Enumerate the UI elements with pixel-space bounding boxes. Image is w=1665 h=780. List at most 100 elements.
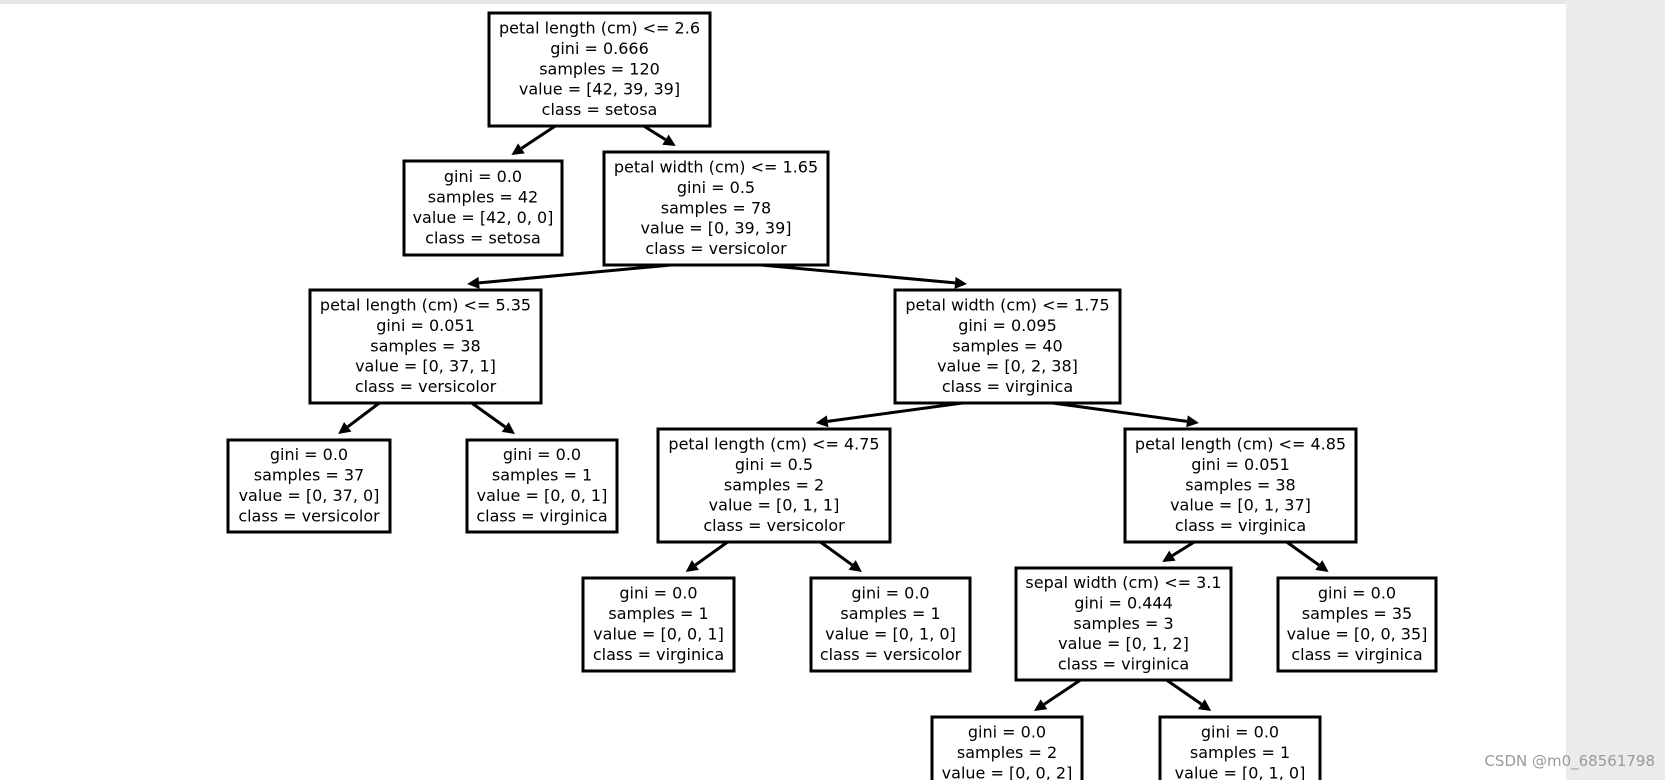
node-line: gini = 0.0	[444, 167, 522, 186]
edge-line	[1043, 678, 1082, 706]
edge-arrowhead	[511, 143, 525, 155]
node-line: value = [0, 39, 39]	[640, 219, 791, 238]
edge-arrowhead	[1315, 560, 1329, 572]
node-line: petal width (cm) <= 1.65	[614, 158, 818, 177]
node-line: samples = 40	[952, 336, 1062, 355]
node-line: class = versicolor	[238, 506, 380, 525]
node-line: value = [42, 0, 0]	[413, 208, 554, 227]
node-line: samples = 120	[539, 59, 660, 78]
node-line: samples = 1	[492, 466, 592, 485]
node-line: value = [0, 0, 1]	[477, 486, 608, 505]
node-box	[581, 576, 736, 673]
node-line: samples = 38	[370, 336, 480, 355]
right-side-panel	[1566, 0, 1665, 780]
edge-line	[1285, 540, 1320, 567]
node-line: class = virginica	[593, 645, 724, 664]
edge-arrowhead	[848, 560, 862, 572]
node-line: gini = 0.444	[1074, 593, 1173, 612]
node-box	[602, 150, 830, 267]
node-line: class = versicolor	[355, 377, 497, 396]
node-line: petal length (cm) <= 4.85	[1135, 435, 1346, 454]
node-line: samples = 1	[608, 604, 708, 623]
node-line: class = virginica	[1291, 645, 1422, 664]
node-line: value = [0, 37, 1]	[355, 357, 496, 376]
edge-line	[1171, 540, 1196, 557]
node-line: gini = 0.666	[550, 39, 649, 58]
node-line: gini = 0.0	[851, 584, 929, 603]
edge-line	[819, 540, 854, 567]
node-box	[1123, 427, 1358, 544]
node-box	[1276, 576, 1438, 673]
edge-arrowhead	[467, 276, 480, 289]
node-box	[465, 438, 619, 534]
node-line: gini = 0.0	[968, 723, 1046, 742]
node-line: samples = 42	[428, 188, 538, 207]
node-line: samples = 2	[724, 475, 824, 494]
node-line: gini = 0.095	[958, 316, 1057, 335]
edge-arrowhead	[1162, 550, 1176, 562]
node-box	[487, 11, 712, 128]
edge-n7-n9	[685, 540, 729, 572]
node-line: value = [0, 0, 1]	[593, 625, 724, 644]
node-box	[930, 715, 1084, 780]
node-line: samples = 37	[254, 466, 364, 485]
node-line: value = [0, 37, 0]	[239, 486, 380, 505]
node-box	[809, 576, 972, 673]
edge-line	[642, 124, 667, 141]
watermark-text: CSDN @m0_68561798	[1484, 752, 1655, 770]
edge-n4-n8	[1052, 401, 1199, 428]
edge-n11-n13	[1034, 678, 1082, 711]
edge-n3-n6	[470, 401, 515, 434]
edge-arrowhead	[338, 422, 352, 434]
node-line: gini = 0.051	[1191, 455, 1290, 474]
edge-arrowhead	[1034, 699, 1048, 711]
edge-arrowhead	[501, 422, 515, 434]
node-line: class = virginica	[942, 377, 1073, 396]
node-line: samples = 2	[957, 743, 1057, 762]
node-line: gini = 0.5	[735, 455, 813, 474]
edge-line	[478, 263, 672, 285]
node-box	[656, 427, 892, 544]
node-line: samples = 1	[1190, 743, 1290, 762]
node-line: gini = 0.0	[1318, 584, 1396, 603]
edge-n0-n2	[642, 124, 676, 146]
edge-n0-n1	[511, 124, 557, 155]
node-line: value = [0, 1, 1]	[709, 496, 840, 515]
edge-line	[760, 263, 956, 285]
edge-line	[694, 540, 729, 567]
node-line: petal length (cm) <= 4.75	[668, 435, 879, 454]
node-line: samples = 35	[1302, 604, 1412, 623]
edge-line	[827, 401, 963, 423]
node-line: value = [0, 0, 35]	[1287, 625, 1428, 644]
node-line: gini = 0.051	[376, 316, 475, 335]
node-line: value = [0, 0, 2]	[942, 764, 1073, 780]
edge-arrowhead	[815, 415, 829, 428]
node-line: value = [0, 1, 0]	[825, 625, 956, 644]
node-line: petal width (cm) <= 1.75	[905, 296, 1109, 315]
top-scrollbar-band	[0, 0, 1566, 4]
edge-line	[1165, 678, 1203, 706]
node-line: samples = 3	[1073, 614, 1173, 633]
edge-arrowhead	[685, 560, 699, 572]
node-line: value = [0, 2, 38]	[937, 357, 1078, 376]
edge-n8-n11	[1162, 540, 1196, 562]
edge-n2-n3	[467, 263, 672, 289]
edge-n7-n10	[819, 540, 862, 572]
node-line: sepal width (cm) <= 3.1	[1025, 573, 1221, 592]
node-line: class = setosa	[542, 100, 658, 119]
edge-arrowhead	[1197, 699, 1212, 711]
edge-line	[520, 124, 557, 150]
node-line: gini = 0.0	[503, 445, 581, 464]
node-line: samples = 78	[661, 198, 771, 217]
node-line: class = virginica	[1058, 655, 1189, 674]
